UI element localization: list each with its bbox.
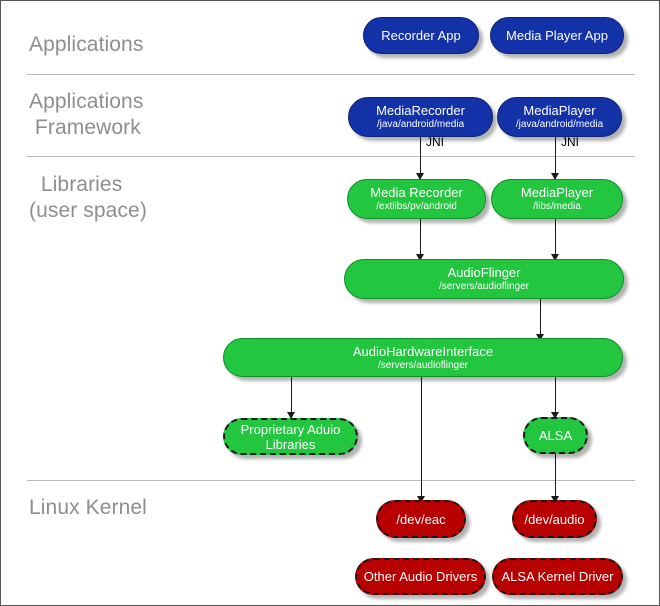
node-subtitle: /libs/media xyxy=(533,201,581,212)
layer-label-libraries: Libraries (user space) xyxy=(29,173,147,222)
node-dev-audio[interactable]: /dev/audio xyxy=(512,500,597,538)
layer-label-framework: Applications Framework xyxy=(29,90,144,139)
node-proprietary-audio-libraries[interactable]: Proprietary Aduio Libraries xyxy=(223,418,358,455)
node-title: /dev/audio xyxy=(524,511,585,527)
node-audiohardwareinterface[interactable]: AudioHardwareInterface /servers/audiofli… xyxy=(223,338,623,377)
node-title: /dev/eac xyxy=(396,511,446,527)
edge-ahi-to-proprietary-libraries xyxy=(291,376,292,418)
edge-mediaplayer-to-mediaplayer-lib xyxy=(555,136,556,179)
node-recorder-app[interactable]: Recorder App xyxy=(363,17,479,54)
node-subtitle: /extlibs/pv/android xyxy=(376,201,457,212)
layer-label-kernel: Linux Kernel xyxy=(29,496,147,519)
edge-alsa-to-dev-audio xyxy=(555,453,556,500)
divider-framework xyxy=(27,156,635,157)
edge-mediaplayer-lib-to-audioflinger xyxy=(555,218,556,261)
edge-ahi-to-dev-eac xyxy=(421,376,422,500)
node-title: AudioFlinger xyxy=(447,265,521,280)
arrowhead-media-recorder-lib xyxy=(416,173,424,180)
node-subtitle: /servers/audioflinger xyxy=(438,281,530,292)
edge-mediarecorder-to-media-recorder xyxy=(420,136,421,179)
node-title: MediaRecorder xyxy=(376,103,465,118)
arrowhead-mediaplayer-lib xyxy=(551,173,559,180)
node-dev-eac[interactable]: /dev/eac xyxy=(376,500,466,538)
node-other-audio-drivers[interactable]: Other Audio Drivers xyxy=(355,558,486,595)
node-title: Proprietary Aduio Libraries xyxy=(240,421,341,452)
edge-label-jni-right: JNI xyxy=(561,135,579,149)
node-subtitle: /java/android/media xyxy=(376,119,465,130)
node-title: Recorder App xyxy=(381,28,461,43)
node-title: AudioHardwareInterface xyxy=(352,343,494,359)
node-mediarecorder-framework[interactable]: MediaRecorder /java/android/media xyxy=(348,97,493,137)
node-subtitle: /java/android/media xyxy=(515,119,604,130)
arrowhead-audioflinger-left xyxy=(416,254,424,261)
edge-label-jni-left: JNI xyxy=(426,135,444,149)
arrowhead-alsa xyxy=(551,412,559,419)
edge-media-recorder-to-audioflinger xyxy=(420,218,421,261)
node-title: ALSA Kernel Driver xyxy=(501,569,614,584)
arrowhead-audioflinger-right xyxy=(551,254,559,261)
divider-kernel xyxy=(27,480,635,481)
node-subtitle: /servers/audioflinger xyxy=(377,359,469,371)
node-mediaplayer-framework[interactable]: MediaPlayer /java/android/media xyxy=(497,97,622,137)
edge-audioflinger-to-audiohardwareinterface xyxy=(540,298,541,341)
node-title: Other Audio Drivers xyxy=(363,569,478,584)
divider-applications xyxy=(27,74,635,75)
node-audioflinger[interactable]: AudioFlinger /servers/audioflinger xyxy=(344,259,624,299)
node-title: Media Recorder xyxy=(370,185,463,200)
layer-label-applications: Applications xyxy=(29,33,144,56)
node-mediaplayer-lib[interactable]: MediaPlayer /libs/media xyxy=(491,179,623,219)
node-title: Media Player App xyxy=(506,28,608,43)
node-media-player-app[interactable]: Media Player App xyxy=(490,17,624,54)
node-media-recorder-lib[interactable]: Media Recorder /extlibs/pv/android xyxy=(347,179,486,219)
arrowhead-proprietary-libraries xyxy=(287,412,295,419)
node-title: ALSA xyxy=(538,428,573,443)
node-title: MediaPlayer xyxy=(523,103,596,118)
node-alsa-kernel-driver[interactable]: ALSA Kernel Driver xyxy=(492,558,623,595)
node-alsa[interactable]: ALSA xyxy=(523,417,588,454)
edge-ahi-to-alsa xyxy=(555,376,556,418)
node-title: MediaPlayer xyxy=(520,185,594,200)
